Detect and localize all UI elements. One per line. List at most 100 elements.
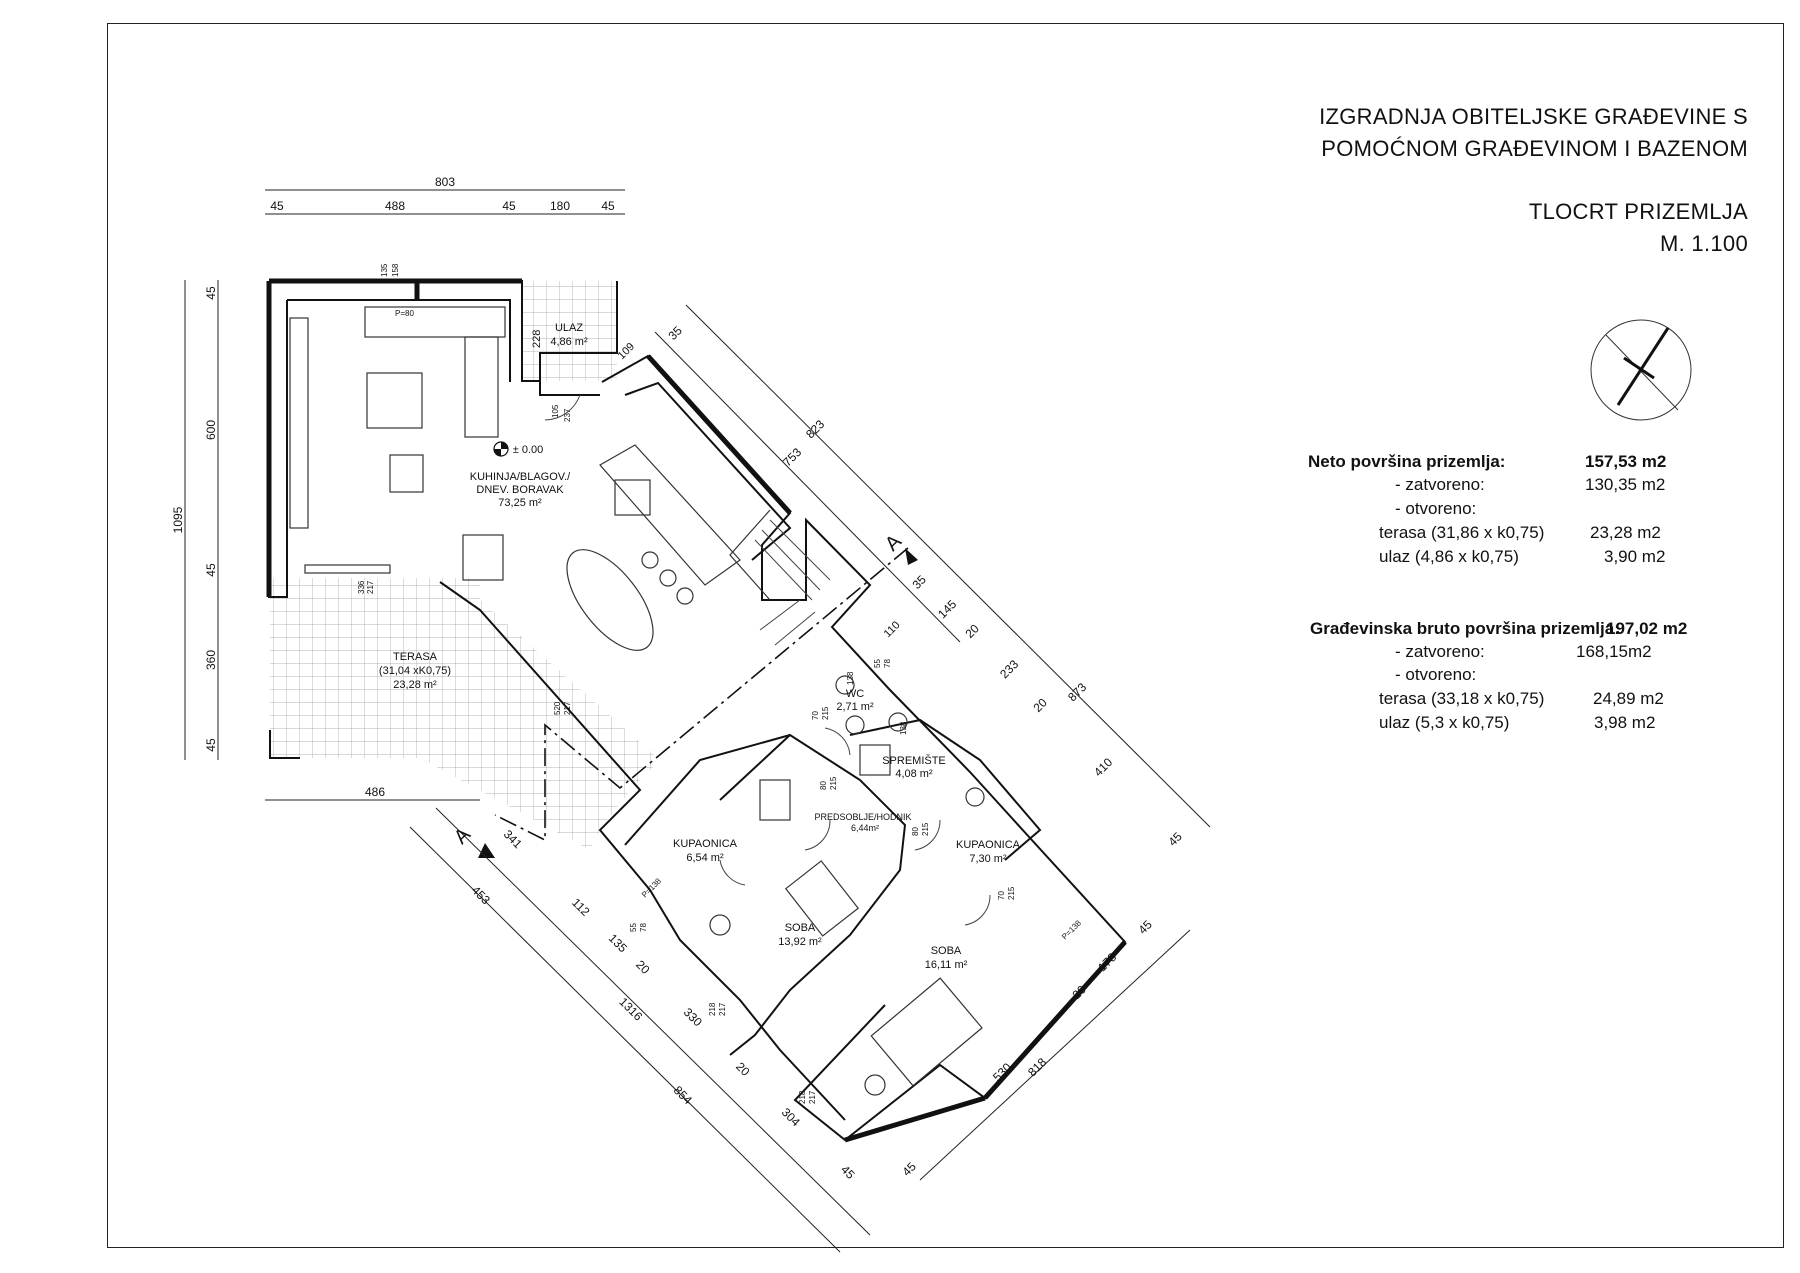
dim-ne-inner: 20: [1030, 695, 1050, 715]
drawing-name: TLOCRT PRIZEMLJA: [1528, 199, 1748, 224]
opening-dim: 520: [553, 701, 562, 715]
room-area-kupaonica-2: 7,30 m²: [969, 853, 1007, 865]
opening-dim: 55: [873, 659, 882, 668]
dim-ne-outer: 753: [780, 445, 804, 469]
dim-sw-outer: 854: [671, 1083, 695, 1107]
neto-row-value: 23,28 m2: [1590, 523, 1661, 542]
drawing-sheet-border: [107, 23, 1784, 1248]
room-name-spremiste: SPREMIŠTE: [882, 754, 946, 767]
room-name-ulaz: ULAZ: [555, 322, 583, 334]
bruto-row-label: - zatvoreno:: [1395, 642, 1485, 661]
room-labels: ULAZ 4,86 m² KUHINJA/BLAGOV./ DNEV. BORA…: [379, 322, 1021, 971]
room-area-ulaz: 4,86 m²: [550, 336, 588, 348]
opening-dim: P=138: [640, 876, 663, 899]
opening-dim: 217: [718, 1002, 727, 1016]
bruto-row-value: 3,98 m2: [1594, 713, 1656, 732]
opening-dim: 336: [357, 580, 366, 594]
room-name-wc: WC: [846, 688, 864, 700]
dim-sw-outer: 1316: [616, 995, 645, 1024]
tiled-areas: [270, 281, 660, 850]
dim-sw-outer: 453: [469, 883, 493, 907]
opening-dim: 215: [1007, 886, 1016, 900]
opening-dim: 80: [819, 781, 828, 790]
room-area-soba-2: 16,11 m²: [925, 959, 968, 971]
opening-dim: 215: [829, 776, 838, 790]
neto-row-label: ulaz (4,86 x k0,75): [1379, 547, 1519, 566]
dim-top-part: 180: [550, 199, 570, 213]
opening-dim: 215: [921, 822, 930, 836]
project-title-line2: POMOĆNOM GRAĐEVINOM I BAZENOM: [1321, 136, 1748, 161]
dim-sw-inner: 45: [838, 1162, 858, 1182]
bruto-row-value: 24,89 m2: [1593, 689, 1664, 708]
section-line: [478, 547, 918, 858]
dim-ne-inner: 45: [1165, 829, 1185, 849]
dim-top-part: 45: [502, 199, 516, 213]
opening-dim: 70: [811, 711, 820, 720]
dim-ne-inner: 410: [1091, 755, 1115, 779]
opening-dim: 80: [911, 827, 920, 836]
opening-dim: 218: [708, 1002, 717, 1016]
dim-ne-inner: 35: [909, 572, 929, 592]
opening-dim: P=138: [1060, 918, 1083, 941]
bruto-row-label: ulaz (5,3 x k0,75): [1379, 713, 1510, 732]
room-name-kuhinja-2: DNEV. BORAVAK: [476, 484, 564, 496]
neto-row-label: - zatvoreno:: [1395, 475, 1485, 494]
neto-row-value: 3,90 m2: [1604, 547, 1666, 566]
dim-left-part: 45: [204, 286, 218, 300]
opening-dim: P=80: [395, 309, 414, 318]
bruto-row-value: 168,15m2: [1576, 642, 1652, 661]
neto-row-label: - otvoreno:: [1395, 499, 1477, 518]
opening-dim: 78: [639, 923, 648, 932]
room-area-kupaonica-1: 6,54 m²: [686, 852, 724, 864]
dim-sw-inner: 341: [501, 827, 525, 851]
dim-top-total: 803: [435, 175, 455, 189]
dim-left-part: 600: [204, 420, 218, 440]
north-arrow-icon: [1590, 319, 1692, 421]
room-area-spremiste: 4,08 m²: [895, 768, 933, 780]
opening-dim: 105: [551, 404, 560, 418]
room-name-hodnik: PREDSOBLJE/HODNIK: [814, 812, 911, 822]
opening-dim: 78: [883, 659, 892, 668]
room-area-wc: 2,71 m²: [836, 701, 874, 713]
opening-dim: 135: [380, 263, 389, 277]
neto-value: 157,53 m2: [1585, 452, 1667, 471]
opening-dim: 109: [616, 341, 637, 362]
dimension-lines: [184, 189, 1211, 1253]
opening-dim: 138: [899, 721, 908, 735]
dim-left-part: 45: [204, 563, 218, 577]
neto-row-label: terasa (31,86 x k0,75): [1379, 523, 1545, 542]
drawing-title: TLOCRT PRIZEMLJA M. 1.100: [1529, 196, 1748, 260]
dim-sw-inner: 330: [681, 1005, 705, 1029]
bruto-value: 197,02 m2: [1606, 619, 1688, 638]
dimension-labels: 803 45 488 45 180 45 1095 45 600 45 360 …: [171, 175, 1185, 1182]
opening-dim: 218: [798, 1090, 807, 1104]
room-name-kupaonica-1: KUPAONICA: [673, 838, 738, 850]
dim-se: 45: [1135, 917, 1155, 937]
room-area-soba-1: 13,92 m²: [778, 936, 822, 948]
project-title: IZGRADNJA OBITELJSKE GRAĐEVINE S POMOĆNO…: [1319, 101, 1748, 165]
dim-ne-inner: 20: [962, 621, 982, 641]
neto-label: Neto površina prizemlja:: [1308, 452, 1506, 471]
room-name-terasa: TERASA: [393, 651, 438, 663]
dim-top-part: 45: [601, 199, 615, 213]
dim-sw-inner: 112: [569, 895, 593, 919]
dim-sw-inner: 20: [733, 1059, 753, 1079]
opening-dim: 215: [821, 706, 830, 720]
room-name-kuhinja: KUHINJA/BLAGOV./: [470, 471, 571, 483]
door-swings: [544, 394, 991, 926]
stairs: [754, 519, 831, 646]
opening-dim: 55: [629, 923, 638, 932]
bruto-label: Građevinska bruto površina prizemlja:: [1310, 619, 1620, 638]
dim-top-part: 488: [385, 199, 405, 213]
opening-dim: 228: [531, 330, 543, 348]
opening-dim: 138: [846, 671, 855, 685]
room-area-hodnik: 6,44m²: [851, 823, 879, 833]
opening-dim: 217: [563, 701, 572, 715]
room-name-soba-2: SOBA: [931, 945, 962, 957]
section-marker-south: A: [450, 823, 475, 848]
room-area-terasa: 23,28 m²: [393, 679, 437, 691]
dim-left-total: 1095: [171, 506, 185, 533]
dim-se: 530: [990, 1060, 1014, 1084]
dim-left-part: 45: [204, 738, 218, 752]
